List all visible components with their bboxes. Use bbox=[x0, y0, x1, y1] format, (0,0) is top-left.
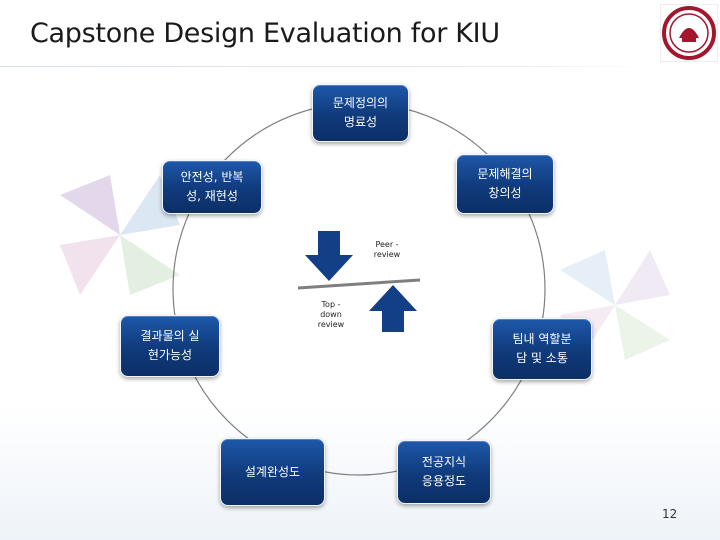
down-arrow-icon bbox=[305, 231, 353, 281]
page-number: 12 bbox=[662, 507, 678, 521]
criterion-problem-solving-creativity: 문제해결의 창의성 bbox=[456, 154, 554, 214]
criterion-design-completeness: 설계완성도 bbox=[220, 438, 325, 506]
background-gradient bbox=[0, 405, 720, 540]
criterion-major-knowledge-application: 전공지식 응용정도 bbox=[397, 440, 491, 504]
peer-review-label: Peer - review bbox=[373, 240, 401, 259]
slide-title: Capstone Design Evaluation for KIU bbox=[30, 18, 500, 49]
criterion-problem-definition-clarity: 문제정의의 명료성 bbox=[312, 84, 409, 142]
title-underline bbox=[0, 66, 650, 67]
top-down-review-label: Top - down review bbox=[317, 300, 345, 329]
criterion-team-roles-communication: 팀내 역할분 담 및 소통 bbox=[492, 318, 592, 380]
review-divider-line bbox=[297, 278, 421, 290]
university-seal-icon bbox=[660, 4, 718, 62]
criterion-feasibility: 결과물의 실 현가능성 bbox=[120, 315, 220, 377]
up-arrow-icon bbox=[369, 285, 417, 332]
criterion-safety-repeatability: 안전성, 반복 성, 재현성 bbox=[162, 160, 262, 214]
